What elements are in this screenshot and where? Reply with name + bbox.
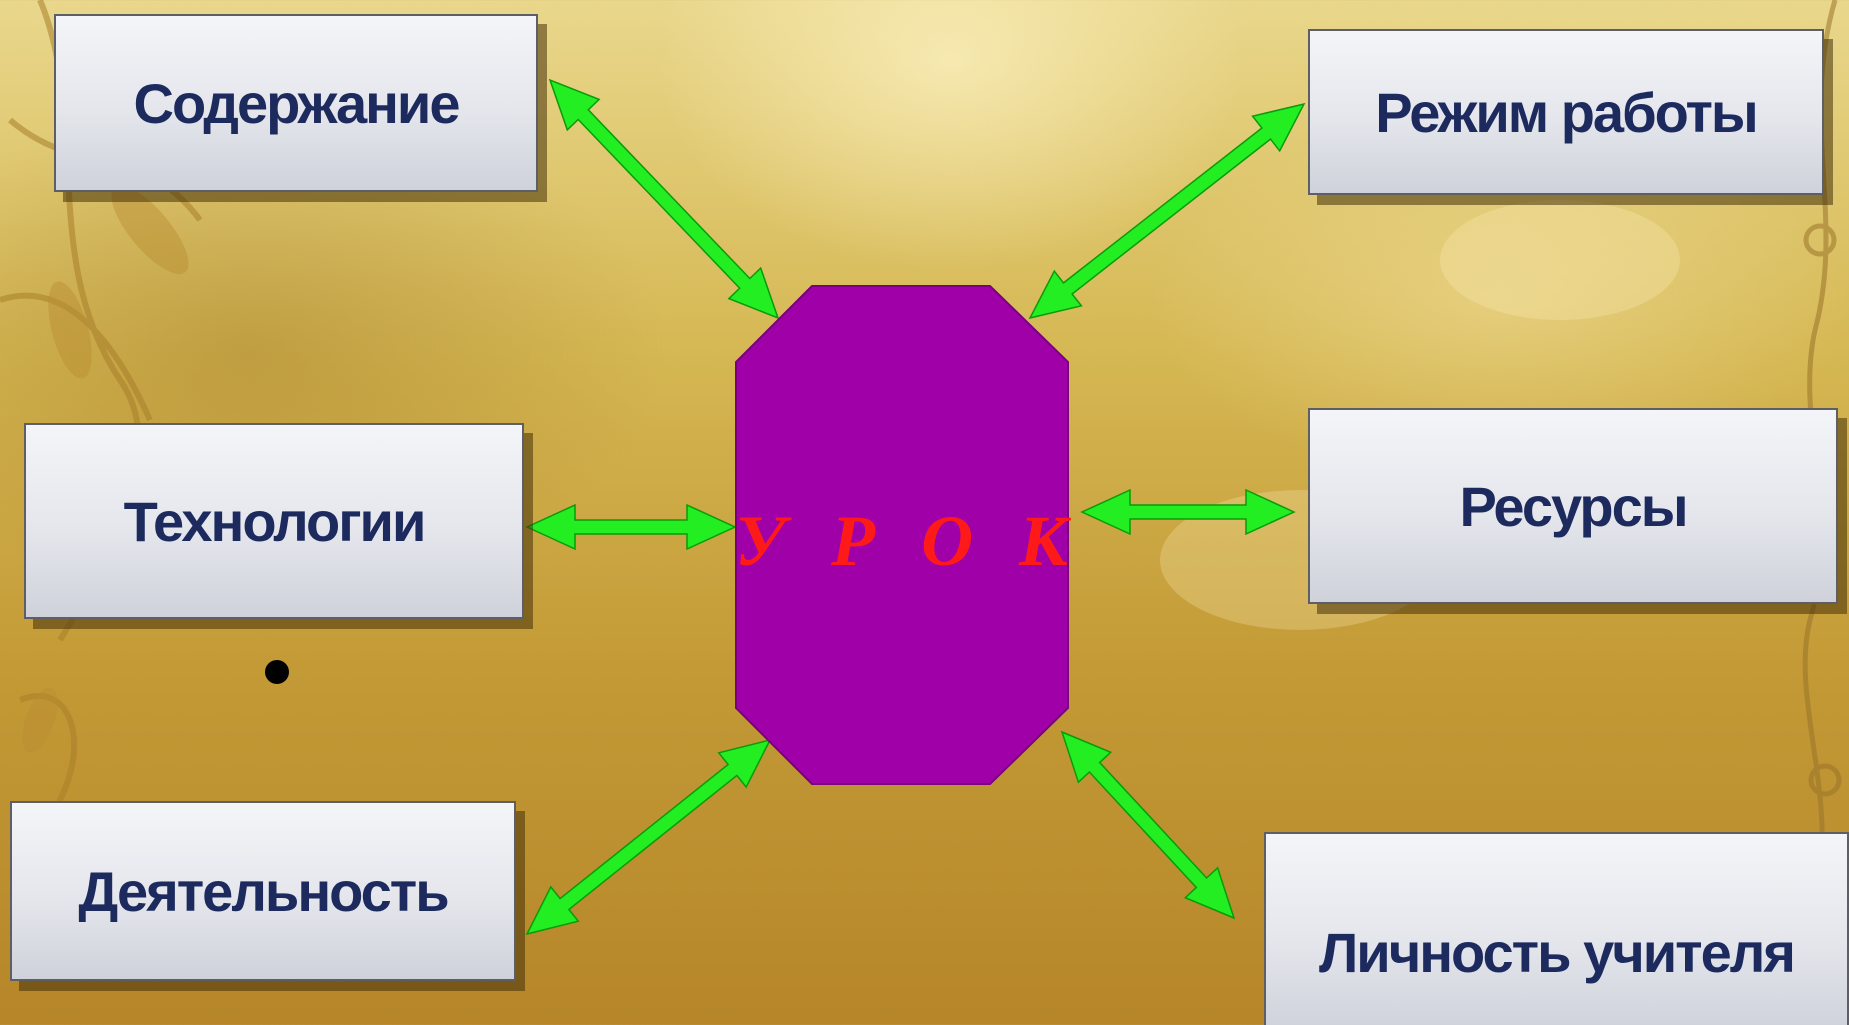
node-activity: Деятельность bbox=[10, 801, 516, 981]
center-octagon bbox=[735, 285, 1069, 785]
node-teacher: Личность учителя bbox=[1264, 832, 1849, 1025]
arrow-resources bbox=[1080, 488, 1296, 536]
node-activity-label: Деятельность bbox=[78, 859, 449, 923]
node-tech-label: Технологии bbox=[123, 489, 427, 553]
node-teacher-label: Личность учителя bbox=[1319, 920, 1796, 984]
arrow-mode bbox=[1028, 102, 1306, 320]
node-resources: Ресурсы bbox=[1308, 408, 1838, 604]
arrows-group bbox=[525, 78, 1306, 936]
node-resources-label: Ресурсы bbox=[1459, 474, 1688, 538]
arrow-activity bbox=[525, 738, 772, 936]
node-mode: Режим работы bbox=[1308, 29, 1824, 195]
arrow-teacher bbox=[1060, 730, 1236, 920]
node-content-label: Содержание bbox=[133, 71, 461, 135]
arrow-tech bbox=[525, 503, 737, 551]
bullet-dot bbox=[265, 660, 289, 684]
node-tech: Технологии bbox=[24, 423, 524, 619]
arrow-content bbox=[548, 78, 780, 320]
node-mode-label: Режим работы bbox=[1375, 80, 1758, 144]
node-content: Содержание bbox=[54, 14, 538, 192]
center-label: У Р О К bbox=[735, 501, 1082, 581]
